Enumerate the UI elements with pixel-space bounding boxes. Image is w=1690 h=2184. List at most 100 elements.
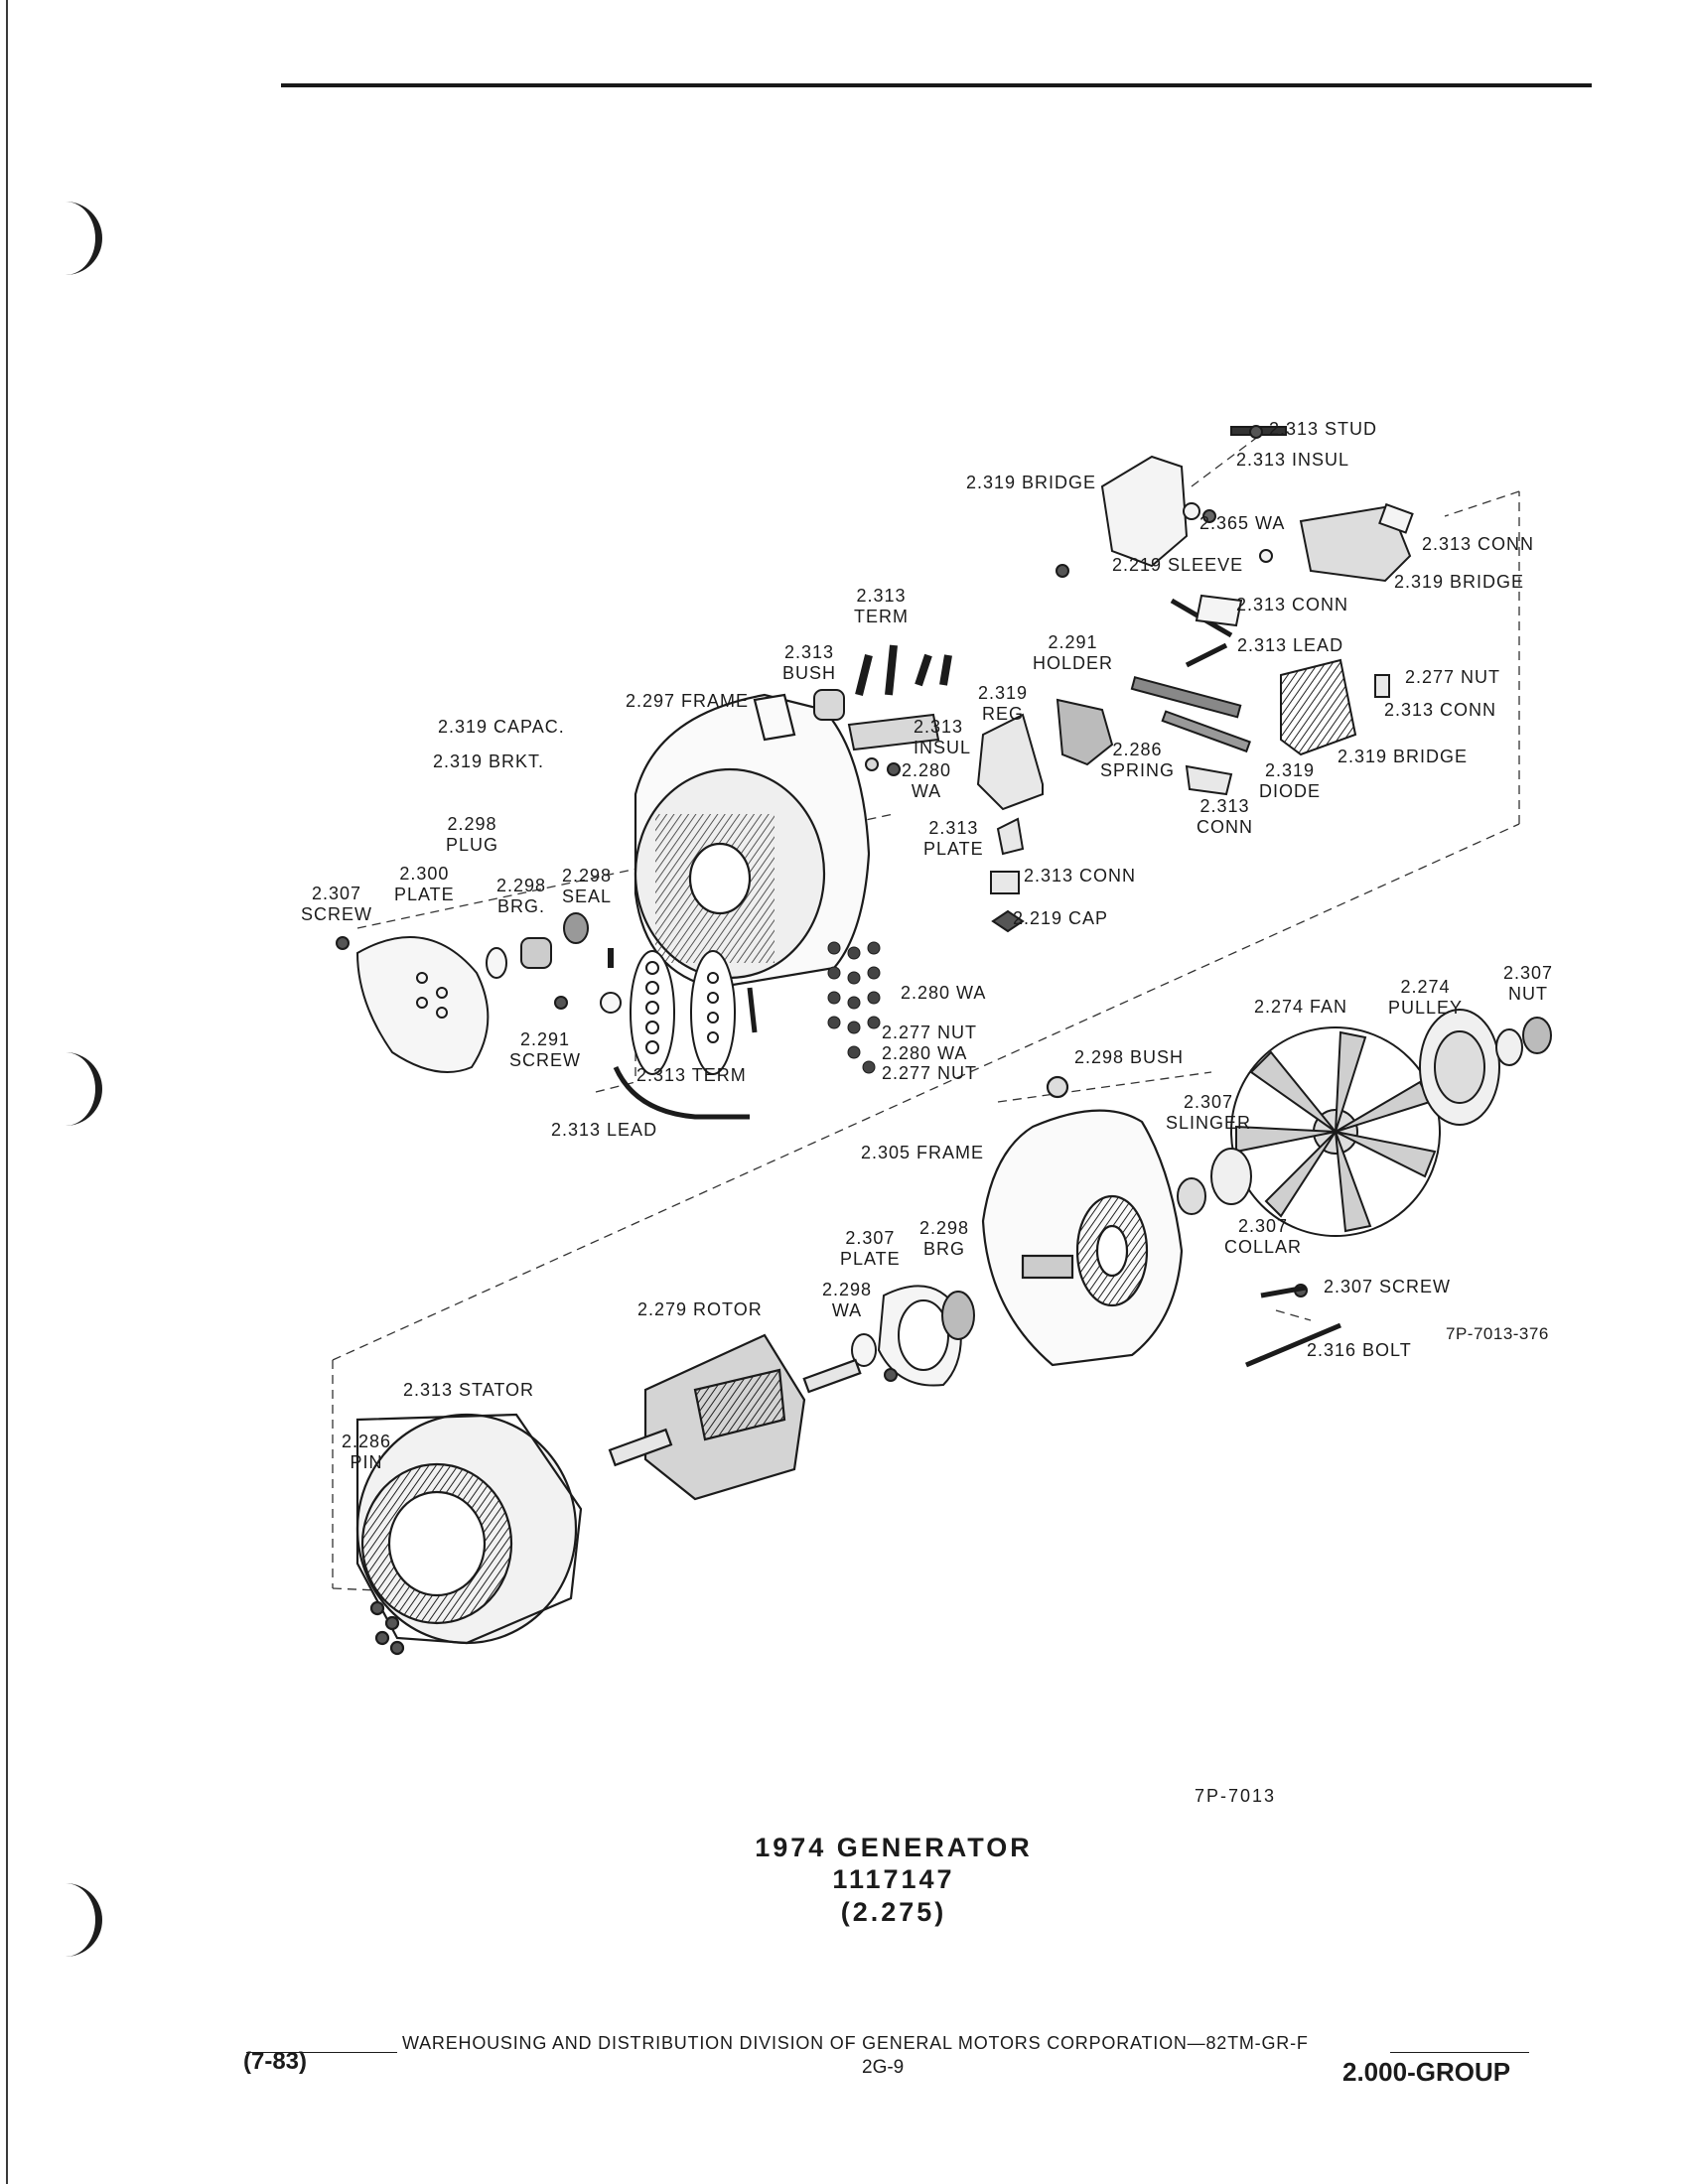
label-wa-2280: 2.280 WA	[902, 760, 951, 802]
label-nut-2307-number: 2.307	[1503, 963, 1554, 983]
label-diode-2319-number: 2.319	[1264, 760, 1316, 780]
label-wa-2280-word: WA	[911, 781, 942, 801]
label-bush-2313: 2.313 BUSH	[782, 642, 836, 684]
label-term-2313-number: 2.313	[856, 586, 907, 606]
label-nut-2307: 2.307 NUT	[1503, 963, 1553, 1005]
label-plate-2307-number: 2.307	[845, 1228, 896, 1248]
label-brkt-2319: 2.319 BRKT.	[433, 751, 545, 771]
bridge-assembly	[1056, 425, 1414, 668]
label-sleeve-2219: 2.219 SLEEVE	[1112, 555, 1244, 575]
label-brg-2298: 2.298 BRG.	[496, 876, 546, 917]
label-nut-2277: 2.277 NUT	[882, 1063, 978, 1083]
regulator-group	[976, 658, 1390, 933]
label-term-2313: 2.313 TERM	[854, 586, 909, 627]
label-conn-2313: 2.313 CONN	[1024, 866, 1137, 886]
label-conn-2313: 2.313 CONN	[1384, 700, 1497, 720]
footer-rule-right	[1390, 2052, 1529, 2053]
page-edge	[6, 0, 8, 2184]
label-wa-2280: 2.280 WA	[901, 983, 987, 1003]
label-slinger-2307-number: 2.307	[1183, 1092, 1234, 1112]
label-screw-2307-number: 2.307	[311, 884, 362, 903]
label-bush-2313-word: BUSH	[782, 663, 837, 683]
label-plate-2300-number: 2.300	[399, 864, 450, 884]
label-pin-2286-word: PIN	[350, 1452, 383, 1472]
label-capac-2319: 2.319 CAPAC.	[438, 717, 565, 737]
end-plate-group	[336, 912, 622, 1073]
label-lead-2313: 2.313 LEAD	[551, 1120, 658, 1140]
top-rule	[281, 83, 1592, 87]
washer-stack	[827, 941, 881, 1074]
label-plug-2298-number: 2.298	[447, 814, 497, 834]
label-spring-2286-word: SPRING	[1100, 760, 1176, 780]
label-brg-2298-word: BRG.	[497, 896, 546, 916]
label-plate-2300: 2.300 PLATE	[394, 864, 455, 905]
label-reg-2319: 2.319 REG	[978, 683, 1028, 725]
label-lead-2313: 2.313 LEAD	[1237, 635, 1344, 655]
label-pulley-2274: 2.274 PULLEY	[1388, 977, 1463, 1019]
label-screw-2307: 2.307 SCREW	[1324, 1277, 1452, 1297]
punch-hole-middle	[62, 1052, 102, 1126]
label-wa-2280-number: 2.280	[902, 760, 952, 780]
fan-pulley	[1177, 1009, 1552, 1368]
label-reg-2319-number: 2.319	[978, 683, 1029, 703]
label-seal-2298-word: SEAL	[562, 887, 613, 906]
label-fan-2274: 2.274 FAN	[1254, 997, 1348, 1017]
label-term-2313: 2.313 TERM	[636, 1065, 747, 1085]
label-frame-2297: 2.297 FRAME	[626, 691, 750, 711]
footer-group: 2.000-GROUP	[1342, 2057, 1511, 2087]
label-bridge-2319: 2.319 BRIDGE	[1394, 572, 1525, 592]
diagram-title: 1974 GENERATOR	[755, 1833, 1033, 1862]
label-wa-2365: 2.365 WA	[1199, 513, 1286, 533]
label-screw-2307-word: SCREW	[301, 904, 372, 924]
label-brg-2298: 2.298 BRG	[919, 1218, 969, 1260]
punch-hole-top	[62, 202, 102, 275]
label-holder-2291-word: HOLDER	[1033, 653, 1114, 673]
label-bridge-2319: 2.319 BRIDGE	[1338, 747, 1469, 766]
label-conn-2313-word: CONN	[1197, 817, 1253, 837]
drive-end-frame	[634, 693, 871, 990]
label-brg-2298-number: 2.298	[919, 1218, 970, 1238]
label-plate-2300-word: PLATE	[394, 885, 455, 904]
label-plate-2307: 2.307 PLATE	[840, 1228, 901, 1270]
label-pulley-2274-number: 2.274	[1400, 977, 1451, 997]
label-plug-2298: 2.298 PLUG	[446, 814, 498, 856]
group-number: (2.275)	[840, 1897, 947, 1927]
part-reference: 7P-7013	[1195, 1786, 1277, 1806]
label-nut-2307-word: NUT	[1508, 984, 1549, 1004]
lead-wire	[613, 1065, 750, 1120]
footer-rule-left	[246, 2052, 397, 2053]
label-wa-2280: 2.280 WA	[882, 1043, 968, 1063]
label-collar-2307: 2.307 COLLAR	[1224, 1216, 1302, 1258]
label-conn-2313-number: 2.313	[1199, 796, 1250, 816]
part-number: 1117147	[832, 1864, 955, 1894]
label-screw-2307: 2.307 SCREW	[301, 884, 372, 925]
label-rotor-2279: 2.279 ROTOR	[637, 1299, 763, 1319]
label-spring-2286: 2.286 SPRING	[1100, 740, 1175, 781]
label-slinger-2307-word: SLINGER	[1166, 1113, 1252, 1133]
label-plug-2298-word: PLUG	[446, 835, 499, 855]
label-stator-2313: 2.313 STATOR	[403, 1380, 535, 1400]
label-bush-2298: 2.298 BUSH	[1074, 1047, 1185, 1067]
label-insul-2313: 2.313 INSUL	[914, 717, 971, 758]
label-frame-2305: 2.305 FRAME	[861, 1143, 985, 1162]
punch-hole-bottom	[62, 1883, 102, 1957]
label-plate-2313-number: 2.313	[928, 818, 979, 838]
label-screw-2291-number: 2.291	[519, 1029, 571, 1049]
label-holder-2291-number: 2.291	[1048, 632, 1098, 652]
label-conn-2313: 2.313 CONN	[1236, 595, 1349, 614]
footer-date: (7-83)	[243, 2048, 308, 2075]
label-plate-2313-word: PLATE	[923, 839, 984, 859]
label-nut-2277: 2.277 NUT	[1405, 667, 1501, 687]
slip-ring-frame	[981, 1075, 1184, 1367]
label-cap-2219: 2.219 CAP	[1013, 908, 1109, 928]
label-insul-2313: 2.313 INSUL	[1236, 450, 1350, 470]
label-plate-2307-word: PLATE	[840, 1249, 901, 1269]
label-diode-2319: 2.319 DIODE	[1259, 760, 1321, 802]
label-bush-2313-number: 2.313	[783, 642, 835, 662]
label-wa-2298: 2.298 WA	[822, 1280, 872, 1321]
footer-publisher: WAREHOUSING AND DISTRIBUTION DIVISION OF…	[402, 2033, 1309, 2053]
label-wa-2298-word: WA	[831, 1300, 863, 1320]
terminal-parts	[813, 644, 952, 776]
label-wa-2298-number: 2.298	[822, 1280, 873, 1299]
